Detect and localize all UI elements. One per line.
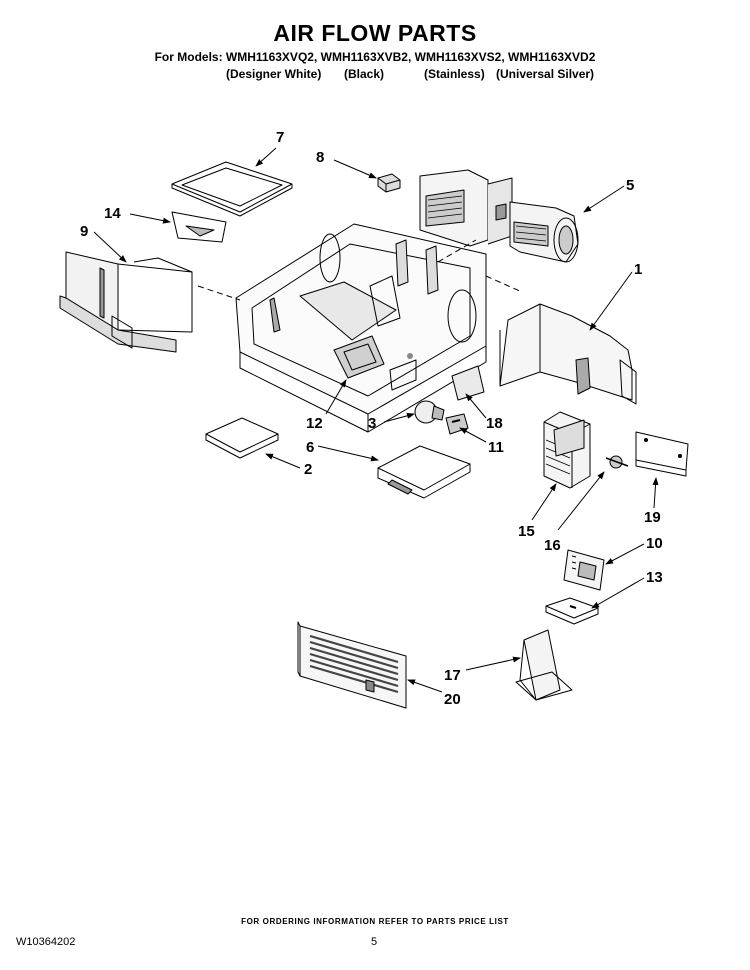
base-housing (235, 223, 487, 433)
callout-10: 10 (646, 535, 663, 552)
callout-1: 1 (634, 261, 642, 278)
callout-19: 19 (644, 509, 661, 526)
part-1-air-duct (499, 303, 637, 405)
part-18-vent-flap (451, 365, 485, 401)
part-13-mounting-bracket (545, 597, 599, 625)
finish-universal-silver: (Universal Silver) (496, 67, 595, 81)
page-number: 5 (371, 936, 378, 948)
callout-7: 7 (276, 129, 284, 146)
part-3-lamp-bulb (414, 400, 445, 424)
ordering-note: FOR ORDERING INFORMATION REFER TO PARTS … (241, 917, 509, 926)
part-19-bracket-plate (635, 431, 689, 477)
callout-6: 6 (306, 439, 314, 456)
page-title: AIR FLOW PARTS (273, 20, 477, 46)
callout-2: 2 (304, 461, 312, 478)
part-9-side-duct (59, 251, 193, 353)
model-list: For Models: WMH1163XVQ2, WMH1163XVB2, WM… (154, 50, 596, 64)
assembly-lines (197, 239, 523, 301)
document-number: W10364202 (16, 936, 76, 948)
finish-black: (Black) (344, 67, 385, 81)
callout-16: 16 (544, 537, 561, 554)
finish-designer-white: (Designer White) (226, 67, 322, 81)
part-5-blower-assembly (419, 169, 579, 263)
callout-numbers: 7 8 5 14 9 1 12 3 18 11 6 2 15 16 19 10 … (80, 129, 663, 708)
callout-9: 9 (80, 223, 88, 240)
callout-5: 5 (626, 177, 634, 194)
part-14-plate (171, 211, 227, 243)
part-16-thermal-protector (605, 455, 629, 469)
part-6-bottom-plate (377, 445, 471, 499)
callout-11: 11 (488, 439, 504, 456)
leader-lines (93, 147, 659, 693)
callout-3: 3 (368, 415, 376, 432)
part-15-transformer (543, 411, 591, 489)
callout-20: 20 (444, 691, 461, 708)
callout-12: 12 (306, 415, 323, 432)
callout-18: 18 (486, 415, 503, 432)
callout-15: 15 (518, 523, 535, 540)
callout-14: 14 (104, 205, 121, 222)
finish-stainless: (Stainless) (424, 67, 485, 81)
callout-17: 17 (444, 667, 461, 684)
part-10-control-board (563, 549, 605, 591)
finish-row: (Designer White) (Black) (Stainless) (Un… (0, 67, 750, 83)
callout-13: 13 (646, 569, 663, 586)
part-17-vent-duct (515, 629, 573, 701)
part-2-cover-plate (205, 417, 279, 459)
part-8-connector (377, 173, 401, 193)
callout-8: 8 (316, 149, 324, 166)
part-7-filter-frame (171, 161, 293, 217)
part-20-grille (297, 621, 407, 709)
